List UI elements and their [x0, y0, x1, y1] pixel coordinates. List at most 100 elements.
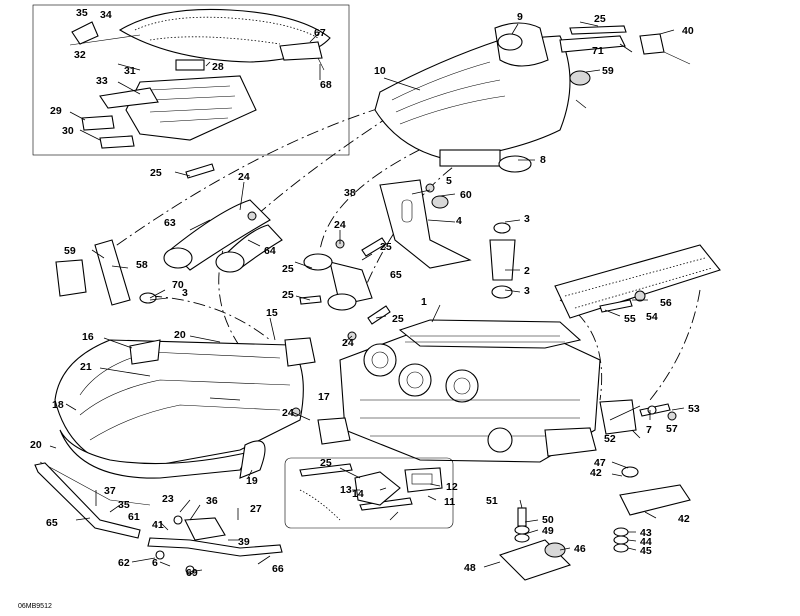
callout-35a: 35 — [118, 499, 130, 511]
callout-24d: 24 — [282, 407, 294, 419]
strap-65-left — [34, 462, 141, 539]
pto-shaft — [544, 427, 597, 457]
callout-25a: 25 — [594, 13, 606, 25]
callout-38: 39 — [238, 536, 250, 548]
outlet-15 — [284, 337, 316, 367]
callout-15: 15 — [266, 307, 278, 319]
callout-9: 9 — [517, 11, 523, 23]
bolt-53 — [599, 299, 633, 313]
strap-27 — [175, 59, 205, 71]
callout-21: 21 — [80, 361, 92, 373]
fasteners — [155, 183, 677, 575]
callout-25d: 25 — [380, 241, 392, 253]
callout-31: 32 — [74, 49, 86, 61]
callout-25f: 25 — [392, 313, 404, 325]
spring-25-mid — [361, 237, 387, 257]
bracket-39 — [639, 33, 665, 55]
callout-32: 33 — [96, 75, 108, 87]
callout-39: 40 — [682, 25, 694, 37]
callout-60: 61 — [128, 511, 140, 523]
callout-43: 44 — [640, 536, 652, 548]
callout-25e: 25 — [282, 289, 294, 301]
stud-2 — [489, 239, 516, 281]
callout-28: 29 — [50, 105, 62, 117]
muffler-base — [439, 149, 501, 167]
callout-11: 11 — [444, 496, 455, 508]
callout-49: 50 — [542, 514, 554, 526]
callout-55: 56 — [660, 297, 672, 309]
callout-68: 69 — [186, 567, 198, 579]
callout-65a: 65 — [46, 517, 58, 529]
plate-66 — [279, 41, 323, 61]
callout-65b: 66 — [272, 563, 284, 575]
callout-30: 31 — [124, 65, 136, 77]
callout-51: 52 — [604, 433, 616, 445]
bracket-34 — [71, 21, 99, 45]
callouts: 1 2 3 3 3 4 5 6 7 8 9 10 11 12 13 14 15 … — [18, 7, 700, 610]
callout-25g: 25 — [320, 457, 332, 469]
engine-block — [339, 319, 671, 463]
callout-54: 55 — [624, 313, 636, 325]
spring-25-inset-bottom — [359, 497, 413, 511]
battery-box — [125, 75, 257, 141]
spring-25-top — [569, 25, 627, 35]
callout-3b: 3 — [524, 285, 530, 297]
callout-40: 41 — [152, 519, 164, 531]
inset-frame — [32, 4, 350, 156]
callout-19: 19 — [246, 475, 258, 487]
seat-shape — [118, 8, 331, 63]
mount-45 — [544, 542, 566, 558]
callout-20a: 20 — [174, 329, 186, 341]
callout-3a: 3 — [524, 213, 530, 225]
callout-59a: 59 — [602, 65, 614, 77]
bolt-50 — [517, 507, 527, 527]
callout-42b: 43 — [640, 527, 652, 539]
callout-18: 18 — [52, 399, 64, 411]
leader-lines — [49, 21, 685, 573]
clamp-16 — [129, 339, 161, 365]
callout-8: 8 — [540, 154, 546, 166]
pipe-70 — [559, 35, 626, 53]
strap-65-right — [147, 537, 283, 557]
cylinder-head — [398, 319, 582, 349]
callout-61: 62 — [118, 557, 130, 569]
pad-29 — [99, 135, 135, 149]
straps-bottom-left — [34, 462, 283, 557]
washer-7 — [647, 405, 657, 415]
drawing-code: 06MB9512 — [18, 603, 52, 610]
grommet-8 — [498, 155, 532, 173]
callout-24c: 24 — [342, 337, 354, 349]
callout-5: 5 — [446, 175, 452, 187]
washer-46 — [621, 466, 639, 478]
callout-41: 42 — [678, 513, 690, 525]
callout-12: 12 — [446, 481, 458, 493]
inset-seat-detail — [32, 4, 350, 156]
bracket-38 — [184, 517, 226, 541]
callout-26: 27 — [250, 503, 262, 515]
callout-66: 67 — [314, 27, 326, 39]
muffler-body — [374, 35, 571, 161]
callout-59b: 60 — [460, 189, 472, 201]
callout-53: 54 — [646, 311, 658, 323]
callout-20b: 20 — [30, 439, 42, 451]
callout-2: 2 — [524, 265, 530, 277]
pipe-62 — [169, 199, 271, 271]
callout-46: 47 — [594, 457, 606, 469]
exhaust-pipes — [163, 163, 391, 325]
cap-59-top — [569, 70, 591, 86]
bracket-assembly-4 — [379, 179, 516, 299]
callout-35b: 36 — [206, 495, 218, 507]
callout-57: 58 — [136, 259, 148, 271]
callout-1: 1 — [421, 296, 427, 308]
callout-14: 14 — [352, 488, 364, 500]
callout-67: 68 — [320, 79, 332, 91]
callout-16: 16 — [82, 331, 94, 343]
pad-28 — [81, 115, 115, 131]
silencer-assembly — [39, 337, 316, 506]
manifold-11 — [354, 471, 401, 506]
callout-50: 51 — [486, 495, 498, 507]
bracket-57-assembly — [55, 239, 157, 306]
frame-rail — [554, 244, 721, 319]
callout-47: 48 — [464, 562, 476, 574]
